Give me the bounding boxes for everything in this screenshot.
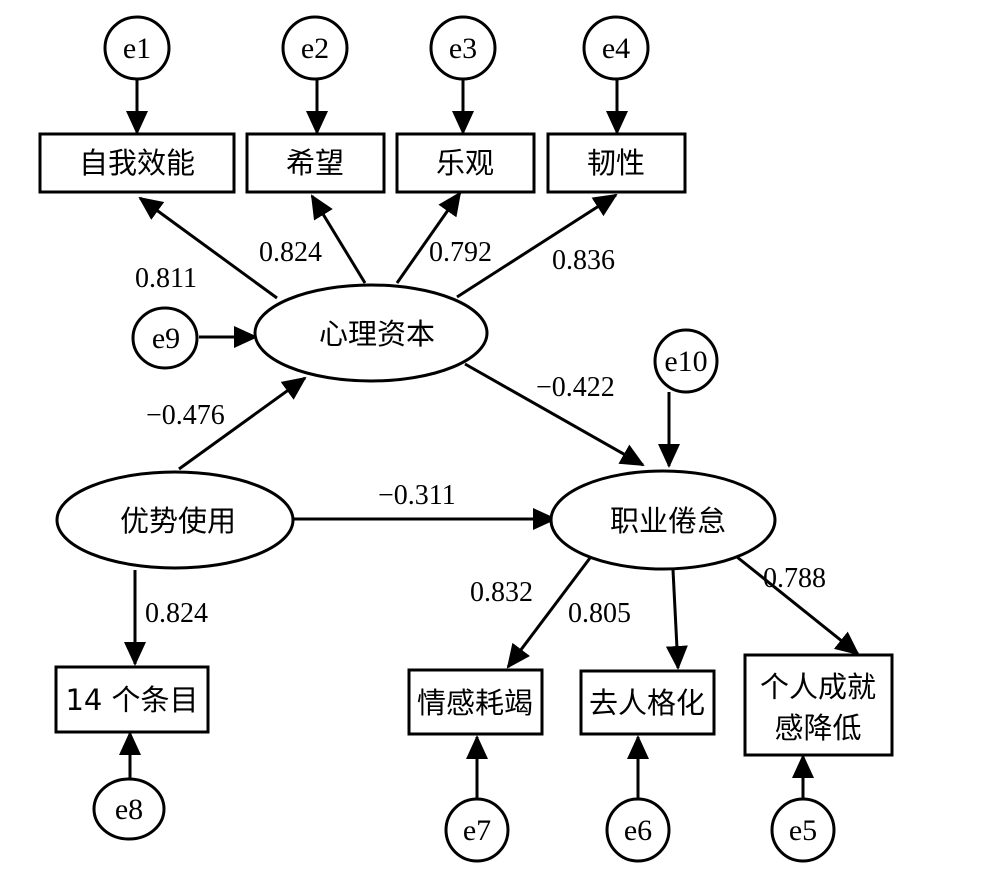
error-e4: e4 — [582, 15, 650, 81]
error-e6-label: e6 — [624, 814, 652, 847]
error-e9-label: e9 — [152, 322, 180, 355]
coef-pc-hope: 0.824 — [259, 237, 322, 268]
edge-pc-jb — [464, 362, 645, 467]
edge-pc-hope — [310, 194, 367, 284]
coef-jb-exhaustion: 0.832 — [470, 577, 533, 608]
edge-jb-exhaustion — [506, 557, 592, 669]
error-e1-label: e1 — [123, 32, 151, 65]
coef-pc-resilience: 0.836 — [552, 245, 615, 276]
coef-jb-depersonalization: 0.805 — [568, 598, 631, 629]
observed-emotional-exhaustion-label: 情感耗竭 — [417, 686, 533, 720]
error-e8-label: e8 — [115, 793, 143, 826]
error-e8: e8 — [92, 777, 166, 841]
error-e2-label: e2 — [301, 32, 329, 65]
observed-emotional-exhaustion: 情感耗竭 — [407, 668, 544, 736]
coef-pc-self-efficacy: 0.811 — [135, 263, 197, 294]
latent-job-burnout-label: 职业倦怠 — [610, 504, 726, 538]
error-e10-label: e10 — [664, 345, 707, 378]
edge-jb-accomplishment — [736, 555, 860, 656]
observed-hope: 希望 — [245, 132, 386, 194]
observed-14-items-label: 14 个条目 — [65, 683, 198, 717]
error-e5: e5 — [770, 797, 836, 863]
edge-pc-resilience — [456, 193, 618, 299]
error-e4-label: e4 — [602, 32, 630, 65]
observed-reduced-accomplishment-line2: 感降低 — [774, 711, 861, 745]
coef-jb-accomplishment: 0.788 — [763, 563, 826, 594]
error-e7-label: e7 — [463, 814, 491, 847]
latent-psych-capital: 心理资本 — [253, 283, 489, 383]
error-e5-label: e5 — [789, 814, 817, 847]
coef-pc-jb: −0.422 — [536, 372, 615, 403]
coef-su-items: 0.824 — [145, 598, 208, 629]
error-e1: e1 — [103, 15, 171, 81]
observed-resilience-label: 韧性 — [587, 146, 645, 180]
coef-su-pc: −0.476 — [146, 400, 225, 431]
edge-jb-depersonalization — [665, 569, 688, 670]
edge-pc-optimism — [395, 191, 462, 284]
error-e3-label: e3 — [449, 32, 477, 65]
observed-hope-label: 希望 — [286, 146, 344, 180]
error-e3: e3 — [429, 15, 497, 81]
observed-optimism: 乐观 — [395, 132, 536, 194]
coef-pc-optimism: 0.792 — [429, 237, 492, 268]
latent-job-burnout: 职业倦怠 — [549, 469, 777, 571]
error-e9: e9 — [131, 306, 199, 370]
observed-reduced-accomplishment: 个人成就 感降低 — [743, 653, 894, 757]
edge-su-pc — [178, 376, 307, 471]
observed-self-efficacy-label: 自我效能 — [79, 146, 195, 180]
latent-strength-use-label: 优势使用 — [120, 504, 236, 538]
error-e6: e6 — [605, 797, 671, 863]
observed-depersonalization-label: 去人格化 — [589, 686, 705, 720]
observed-resilience: 韧性 — [546, 132, 687, 194]
coef-su-jb: −0.311 — [378, 480, 456, 511]
observed-reduced-accomplishment-line1: 个人成就 — [760, 670, 876, 704]
observed-depersonalization: 去人格化 — [579, 669, 716, 736]
observed-14-items: 14 个条目 — [54, 665, 210, 734]
error-e10: e10 — [653, 328, 719, 394]
observed-optimism-label: 乐观 — [436, 146, 494, 180]
latent-psych-capital-label: 心理资本 — [319, 317, 435, 351]
error-e7: e7 — [444, 797, 510, 863]
error-e2: e2 — [281, 15, 349, 81]
edge-pc-self-efficacy — [138, 196, 278, 300]
latent-strength-use: 优势使用 — [55, 470, 295, 570]
observed-self-efficacy: 自我效能 — [38, 132, 236, 194]
